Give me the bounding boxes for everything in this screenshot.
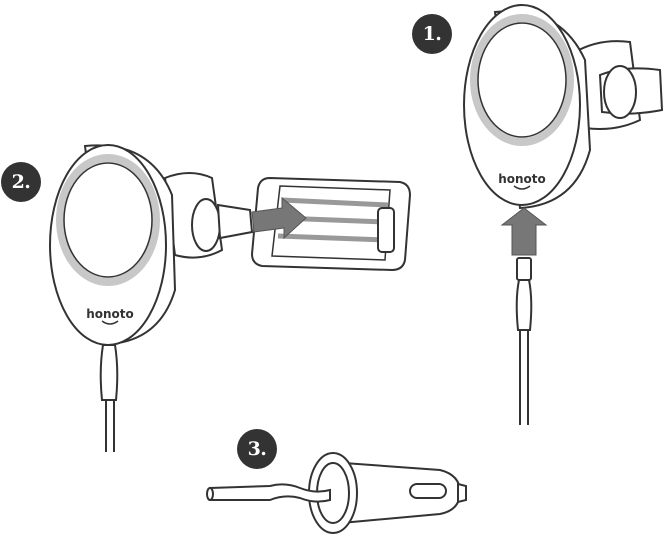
step1-insert-arrow bbox=[500, 207, 548, 256]
charger-ring-inner bbox=[63, 162, 153, 278]
vent-louver-3 bbox=[277, 233, 385, 243]
vent-clip-knob bbox=[191, 198, 221, 252]
step2-cable bbox=[99, 344, 119, 452]
step2-logo-smile bbox=[101, 320, 119, 325]
adapter-tip bbox=[457, 482, 467, 504]
step1-brand-logo: honoto bbox=[498, 172, 546, 186]
vent-louver-1 bbox=[281, 197, 389, 208]
step1-charger-mount bbox=[463, 4, 664, 210]
vent-clip-knob bbox=[603, 65, 637, 119]
step1-cable bbox=[515, 257, 533, 425]
vent-clip-prong bbox=[216, 203, 254, 240]
adapter-cable-end bbox=[206, 487, 214, 501]
step1-cable-strain-relief bbox=[515, 279, 533, 331]
step3-car-adapter bbox=[206, 452, 467, 534]
step2-charger-mount bbox=[49, 144, 254, 346]
step-3-badge: 3. bbox=[237, 429, 277, 469]
adapter-side-contact bbox=[409, 483, 447, 499]
step-1-badge: 1. bbox=[412, 14, 452, 54]
vent-adjust-tab bbox=[377, 207, 395, 253]
step-2-badge: 2. bbox=[1, 162, 41, 202]
step2-cable-strain-relief bbox=[99, 344, 119, 401]
step2-attach-arrow bbox=[251, 196, 307, 240]
adapter-cable bbox=[209, 483, 331, 503]
step1-logo-smile bbox=[513, 185, 531, 190]
step1-cable-connector bbox=[516, 257, 532, 281]
step2-brand-logo: honoto bbox=[86, 307, 134, 321]
charger-ring-inner bbox=[477, 22, 567, 138]
